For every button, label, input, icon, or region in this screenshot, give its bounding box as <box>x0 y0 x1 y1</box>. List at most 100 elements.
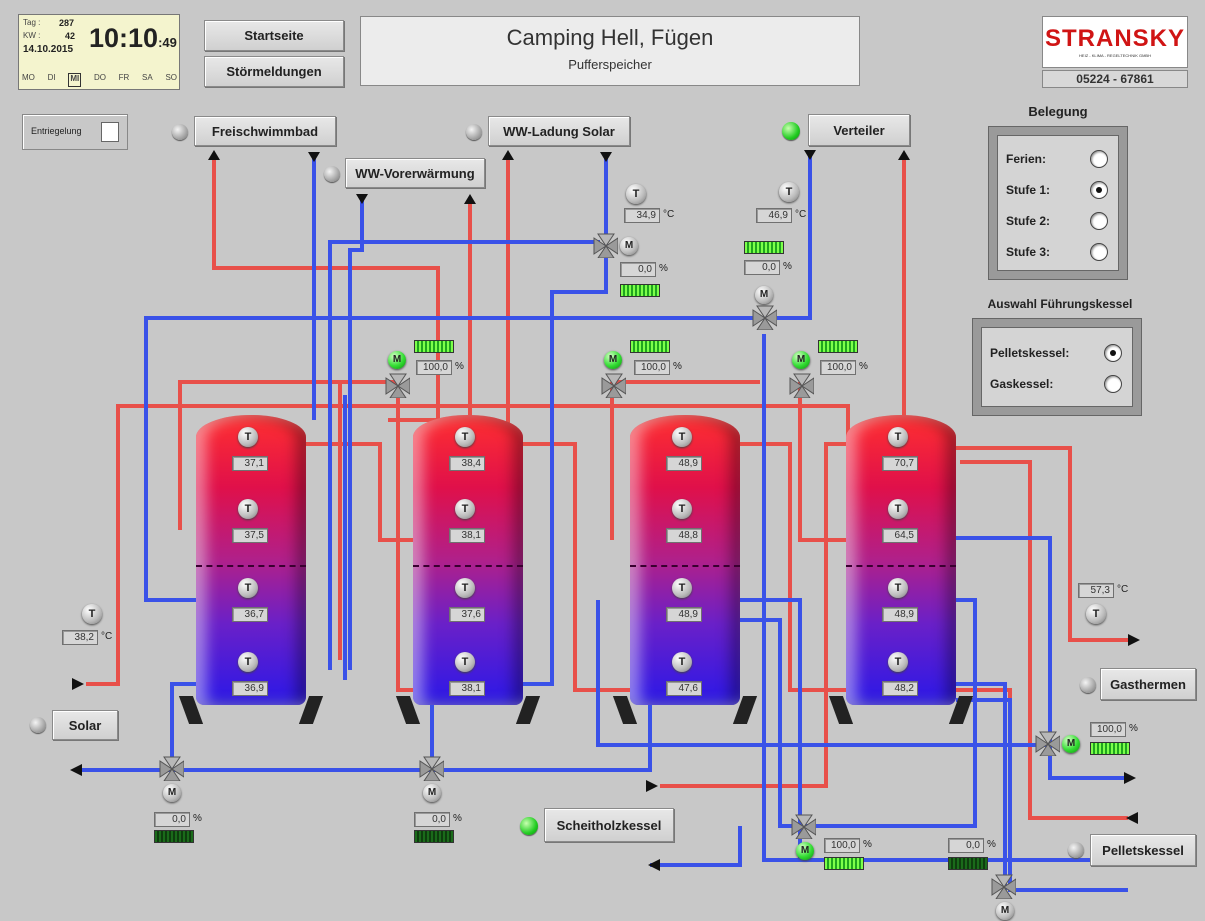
unit-percent: % <box>193 813 202 824</box>
startseite-button[interactable]: Startseite <box>204 20 344 51</box>
belegung-option-1-radio[interactable] <box>1090 181 1108 199</box>
entriegelung-checkbox[interactable] <box>101 122 119 142</box>
unit-percent: % <box>453 813 462 824</box>
temperature-sensor-icon: T <box>672 427 692 447</box>
unit-percent: % <box>659 263 668 274</box>
date-display: 14.10.2015 <box>23 44 74 55</box>
mix1-valve-icon[interactable] <box>384 372 410 398</box>
tank-3-temp-2: 48,8 <box>666 528 702 543</box>
week-value: 42 <box>65 31 76 41</box>
weekday-fr: FR <box>118 73 130 82</box>
temperature-sensor-icon: T <box>888 652 908 672</box>
weekday-mi: MI <box>68 73 82 87</box>
ww-vorerwaermung-button[interactable]: WW-Vorerwärmung <box>345 158 485 188</box>
motor-icon: M <box>423 784 441 802</box>
entriegelung-label: Entriegelung <box>31 126 82 136</box>
belegung-option-2-radio[interactable] <box>1090 212 1108 230</box>
valve-scheitholz-percent: 100,0 <box>824 838 860 853</box>
mix1-level-bar <box>414 340 454 353</box>
pellets-valve-icon[interactable] <box>990 873 1016 899</box>
solar-valve-icon[interactable] <box>158 755 184 781</box>
verteiler-button[interactable]: Verteiler <box>808 114 910 146</box>
motor-icon: M <box>792 351 810 369</box>
ww-vorerwaermung-lamp <box>324 166 340 182</box>
title-panel: Camping Hell, Fügen Pufferspeicher <box>360 16 860 86</box>
week-label: KW : <box>23 31 41 40</box>
motor-icon: M <box>796 842 814 860</box>
freischwimmbad-button[interactable]: Freischwimmbad <box>194 116 336 146</box>
weekday-sa: SA <box>142 73 153 82</box>
pelletskessel-button[interactable]: Pelletskessel <box>1090 834 1196 866</box>
tank-4-temp-1: 70,7 <box>882 456 918 471</box>
temperature-sensor-icon: T <box>238 499 258 519</box>
valve-pellets-percent: 0,0 <box>948 838 984 853</box>
tank-2-temp-1: 38,4 <box>449 456 485 471</box>
ww-ladung-solar-button[interactable]: WW-Ladung Solar <box>488 116 630 146</box>
company-logo: STRANSKY HEIZ - KLIMA - REGELTECHNIK GMB… <box>1042 16 1188 68</box>
valve-tank2_bottom-percent: 0,0 <box>414 812 450 827</box>
valve-verteiler-percent: 0,0 <box>744 260 780 275</box>
gasthermen-button[interactable]: Gasthermen <box>1100 668 1196 700</box>
belegung-option-0-radio[interactable] <box>1090 150 1108 168</box>
solar-button[interactable]: Solar <box>52 710 118 740</box>
stoermeldungen-button[interactable]: Störmeldungen <box>204 56 344 87</box>
unit-celsius: °C <box>101 631 113 642</box>
gasthermen-level-bar <box>1090 742 1130 755</box>
tank-3-temp-4: 47,6 <box>666 681 702 696</box>
tank-layer-line <box>630 565 740 567</box>
temperature-sensor-icon: T <box>779 182 799 202</box>
clock-display: 10:10:49 <box>89 23 177 53</box>
temperature-sensor-icon: T <box>455 427 475 447</box>
temperature-sensor-icon: T <box>1086 604 1106 624</box>
tank-2-temp-2: 38,1 <box>449 528 485 543</box>
day-of-year-label: Tag : <box>23 18 41 27</box>
temperature-sensor-icon: T <box>888 578 908 598</box>
motor-icon: M <box>1062 735 1080 753</box>
solar_temp-value: 38,2 <box>62 630 98 645</box>
motor-icon: M <box>163 784 181 802</box>
fuehrung-options: Pelletskessel:Gaskessel: <box>981 327 1133 407</box>
solar-level-bar <box>154 830 194 843</box>
ww-solar-level-bar <box>620 284 660 297</box>
belegung-option-3-label: Stufe 3: <box>1006 245 1051 259</box>
fuehrung-option-1-radio[interactable] <box>1104 375 1122 393</box>
temperature-sensor-icon: T <box>672 578 692 598</box>
fuehrung-option-1-label: Gaskessel: <box>990 377 1054 391</box>
tank-1-temp-3: 36,7 <box>232 607 268 622</box>
temperature-sensor-icon: T <box>238 578 258 598</box>
belegung-option-2-label: Stufe 2: <box>1006 214 1051 228</box>
valve-mix1-percent: 100,0 <box>416 360 452 375</box>
scheitholzkessel-lamp <box>520 817 538 835</box>
page-title: Camping Hell, Fügen <box>506 25 714 50</box>
fuehrung-option-0-radio[interactable] <box>1104 344 1122 362</box>
tank-layer-line <box>413 565 523 567</box>
valve-mix2-percent: 100,0 <box>634 360 670 375</box>
motor-icon: M <box>604 351 622 369</box>
ww-solar-valve-icon[interactable] <box>592 232 618 258</box>
unit-percent: % <box>1129 723 1138 734</box>
scheitholzkessel-button[interactable]: Scheitholzkessel <box>544 808 674 842</box>
scheitholz-valve-icon[interactable] <box>790 813 816 839</box>
pelletskessel-lamp <box>1068 842 1084 858</box>
verteiler-valve-icon[interactable] <box>751 304 777 330</box>
tank2-bottom-valve-icon[interactable] <box>418 755 444 781</box>
mix2-level-bar <box>630 340 670 353</box>
mix3-valve-icon[interactable] <box>788 372 814 398</box>
unit-percent: % <box>783 261 792 272</box>
tank-4-temp-2: 64,5 <box>882 528 918 543</box>
temperature-sensor-icon: T <box>672 499 692 519</box>
mix2-valve-icon[interactable] <box>600 372 626 398</box>
ww_solar_temp-value: 34,9 <box>624 208 660 223</box>
verteiler-level-bar <box>744 241 784 254</box>
tank-1-temp-4: 36,9 <box>232 681 268 696</box>
datetime-panel: Tag : 287 KW : 42 14.10.2015 10:10:49 MO… <box>18 14 180 90</box>
gasthermen-valve-icon[interactable] <box>1034 730 1060 756</box>
belegung-option-3-radio[interactable] <box>1090 243 1108 261</box>
unit-celsius: °C <box>663 209 675 220</box>
phone-number: 05224 - 67861 <box>1042 70 1188 88</box>
scheitholz-level-bar <box>824 857 864 870</box>
temperature-sensor-icon: T <box>238 652 258 672</box>
belegung-option-0-label: Ferien: <box>1006 152 1047 166</box>
valve-ww_solar-percent: 0,0 <box>620 262 656 277</box>
